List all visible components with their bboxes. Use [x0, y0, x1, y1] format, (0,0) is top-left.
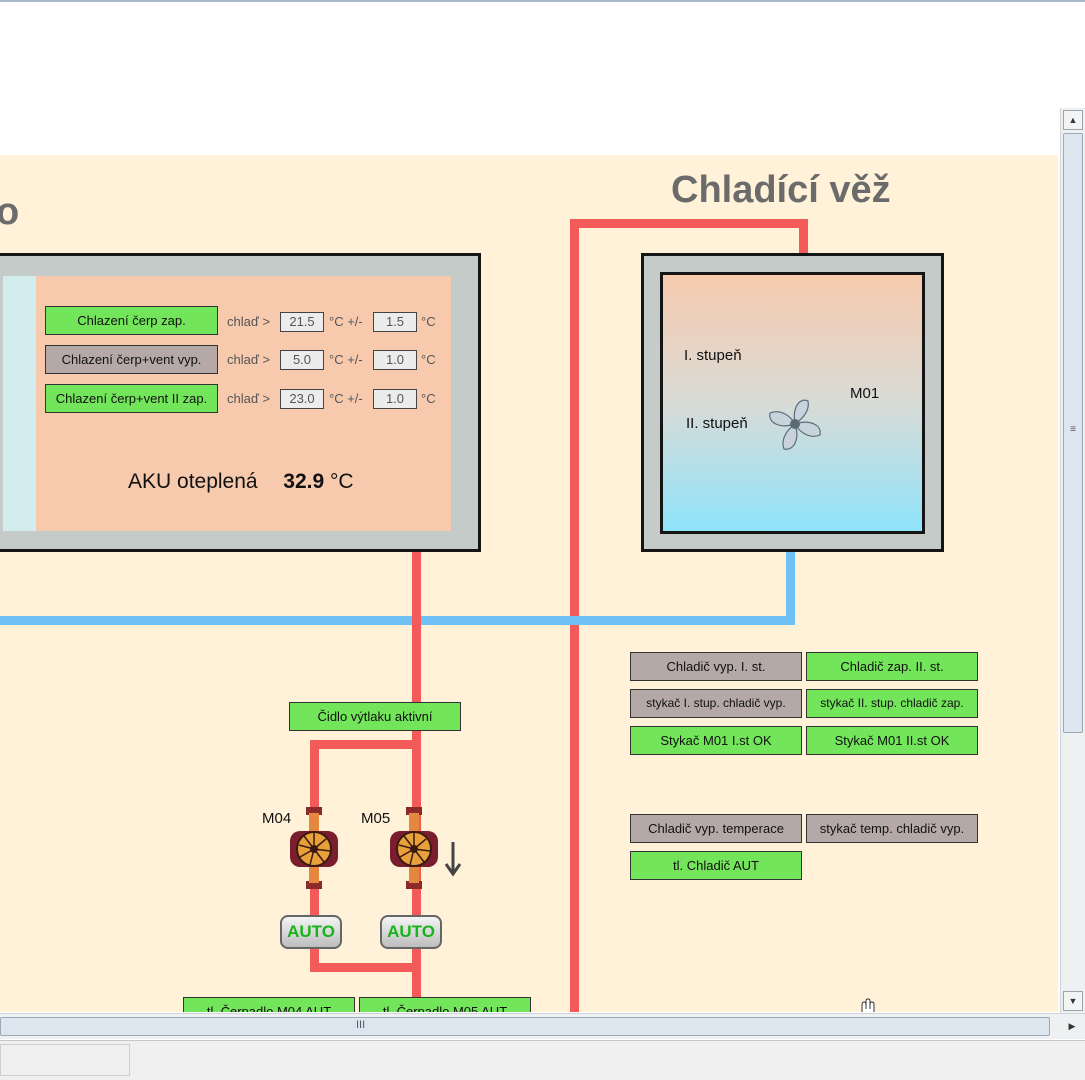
cooling-pump-on-button[interactable]: Chlazení čerp zap. [45, 306, 218, 335]
pump-m05-auto-button[interactable]: AUTO [380, 915, 442, 949]
row1-setpoint-field[interactable]: 21.5 [280, 312, 324, 332]
hot-pipe-tower-inlet [799, 219, 808, 257]
cooler-off-temperature[interactable]: Chladič vyp. temperace [630, 814, 802, 843]
contactor-m01-stage1-ok[interactable]: Stykač M01 I.st OK [630, 726, 802, 755]
discharge-sensor-active[interactable]: Čidlo výtlaku aktivní [289, 702, 461, 731]
horizontal-scrollbar[interactable]: III ▶ [0, 1013, 1085, 1039]
hot-pipe-tower-top [570, 219, 808, 228]
status-bar [0, 1040, 1085, 1080]
row1-hysteresis-field[interactable]: 1.5 [373, 312, 417, 332]
section-title-tower: Chladící věž [671, 169, 891, 211]
row3-setpoint-field[interactable]: 23.0 [280, 389, 324, 409]
hot-pipe-pump-bottom [310, 963, 421, 972]
pump-m05-label: M05 [361, 810, 391, 827]
hot-pipe-tower-down [570, 219, 579, 1012]
scada-canvas: o Chladící věž Chlazení čerp zap. chlaď … [0, 155, 1058, 1012]
cooler-auto-button[interactable]: tl. Chladič AUT [630, 851, 802, 880]
fan-label: M01 [850, 385, 880, 402]
tower-stage1-label: I. stupeň [684, 347, 742, 364]
cooling-tower-frame [641, 253, 944, 552]
flow-down-arrow-icon [443, 838, 463, 878]
scroll-right-arrow-icon[interactable]: ▶ [1068, 1021, 1076, 1031]
cooling-tower-body [660, 272, 925, 534]
contactor-stage1-off[interactable]: stykač I. stup. chladič vyp. [630, 689, 802, 718]
pump-m04-auto-button[interactable]: AUTO [280, 915, 342, 949]
pump-m04-label: M04 [262, 810, 292, 827]
horizontal-grip-icon: III [356, 1019, 366, 1031]
pump-m05-auto-toggle[interactable]: tl. Čerpadlo M05 AUT [359, 997, 531, 1012]
vertical-grip-icon: ≡ [1070, 424, 1076, 435]
cooler-off-stage1[interactable]: Chladič vyp. I. st. [630, 652, 802, 681]
row2-unit2: °C [421, 352, 436, 367]
aku-reading-value: 32.9 [283, 470, 325, 493]
row3-unit2: °C [421, 391, 436, 406]
row1-unit2: °C [421, 314, 436, 329]
hand-cursor-icon [855, 997, 877, 1012]
row1-label: chlaď > [227, 314, 271, 329]
pump-m05-icon[interactable] [388, 807, 440, 889]
scroll-up-arrow-icon[interactable]: ▲ [1063, 110, 1083, 130]
contactor-temp-off[interactable]: stykač temp. chladič vyp. [806, 814, 978, 843]
row1-unit: °C +/- [329, 314, 363, 329]
pump-m04-auto-toggle[interactable]: tl. Čerpadlo M04 AUT [183, 997, 355, 1012]
row3-hysteresis-field[interactable]: 1.0 [373, 389, 417, 409]
row2-label: chlaď > [227, 352, 271, 367]
row2-unit: °C +/- [329, 352, 363, 367]
pump-m04-icon[interactable] [288, 807, 340, 889]
hot-pipe-aku-outlet [412, 550, 421, 1012]
row3-label: chlaď > [227, 391, 271, 406]
vertical-scrollbar[interactable]: ▲ ≡ ▼ [1060, 108, 1085, 1014]
window-top-border [0, 0, 1085, 2]
cold-pipe-tower-outlet [786, 550, 795, 625]
hot-pipe-pump-top [310, 740, 421, 749]
row3-unit: °C +/- [329, 391, 363, 406]
section-title-partial: o [0, 191, 20, 233]
fan-icon[interactable] [764, 393, 826, 455]
aku-panel-strip [3, 276, 36, 531]
row2-setpoint-field[interactable]: 5.0 [280, 350, 324, 370]
aku-reading: AKU oteplená 32.9 °C [128, 470, 354, 494]
tower-stage2-label: II. stupeň [686, 415, 748, 432]
horizontal-scroll-thumb[interactable]: III [0, 1017, 1050, 1036]
cooling-pump-fan-ii-on-button[interactable]: Chlazení čerp+vent II zap. [45, 384, 218, 413]
cold-pipe-return [0, 616, 795, 625]
vertical-scroll-thumb[interactable]: ≡ [1063, 133, 1083, 733]
scroll-down-arrow-icon[interactable]: ▼ [1063, 991, 1083, 1011]
aku-reading-unit: °C [330, 470, 354, 493]
contactor-stage2-on[interactable]: stykač II. stup. chladič zap. [806, 689, 978, 718]
row2-hysteresis-field[interactable]: 1.0 [373, 350, 417, 370]
cooler-on-stage2[interactable]: Chladič zap. II. st. [806, 652, 978, 681]
aku-reading-label: AKU oteplená [128, 470, 258, 493]
status-bar-cell [0, 1044, 130, 1076]
contactor-m01-stage2-ok[interactable]: Stykač M01 II.st OK [806, 726, 978, 755]
cooling-pump-fan-off-button[interactable]: Chlazení čerp+vent vyp. [45, 345, 218, 374]
